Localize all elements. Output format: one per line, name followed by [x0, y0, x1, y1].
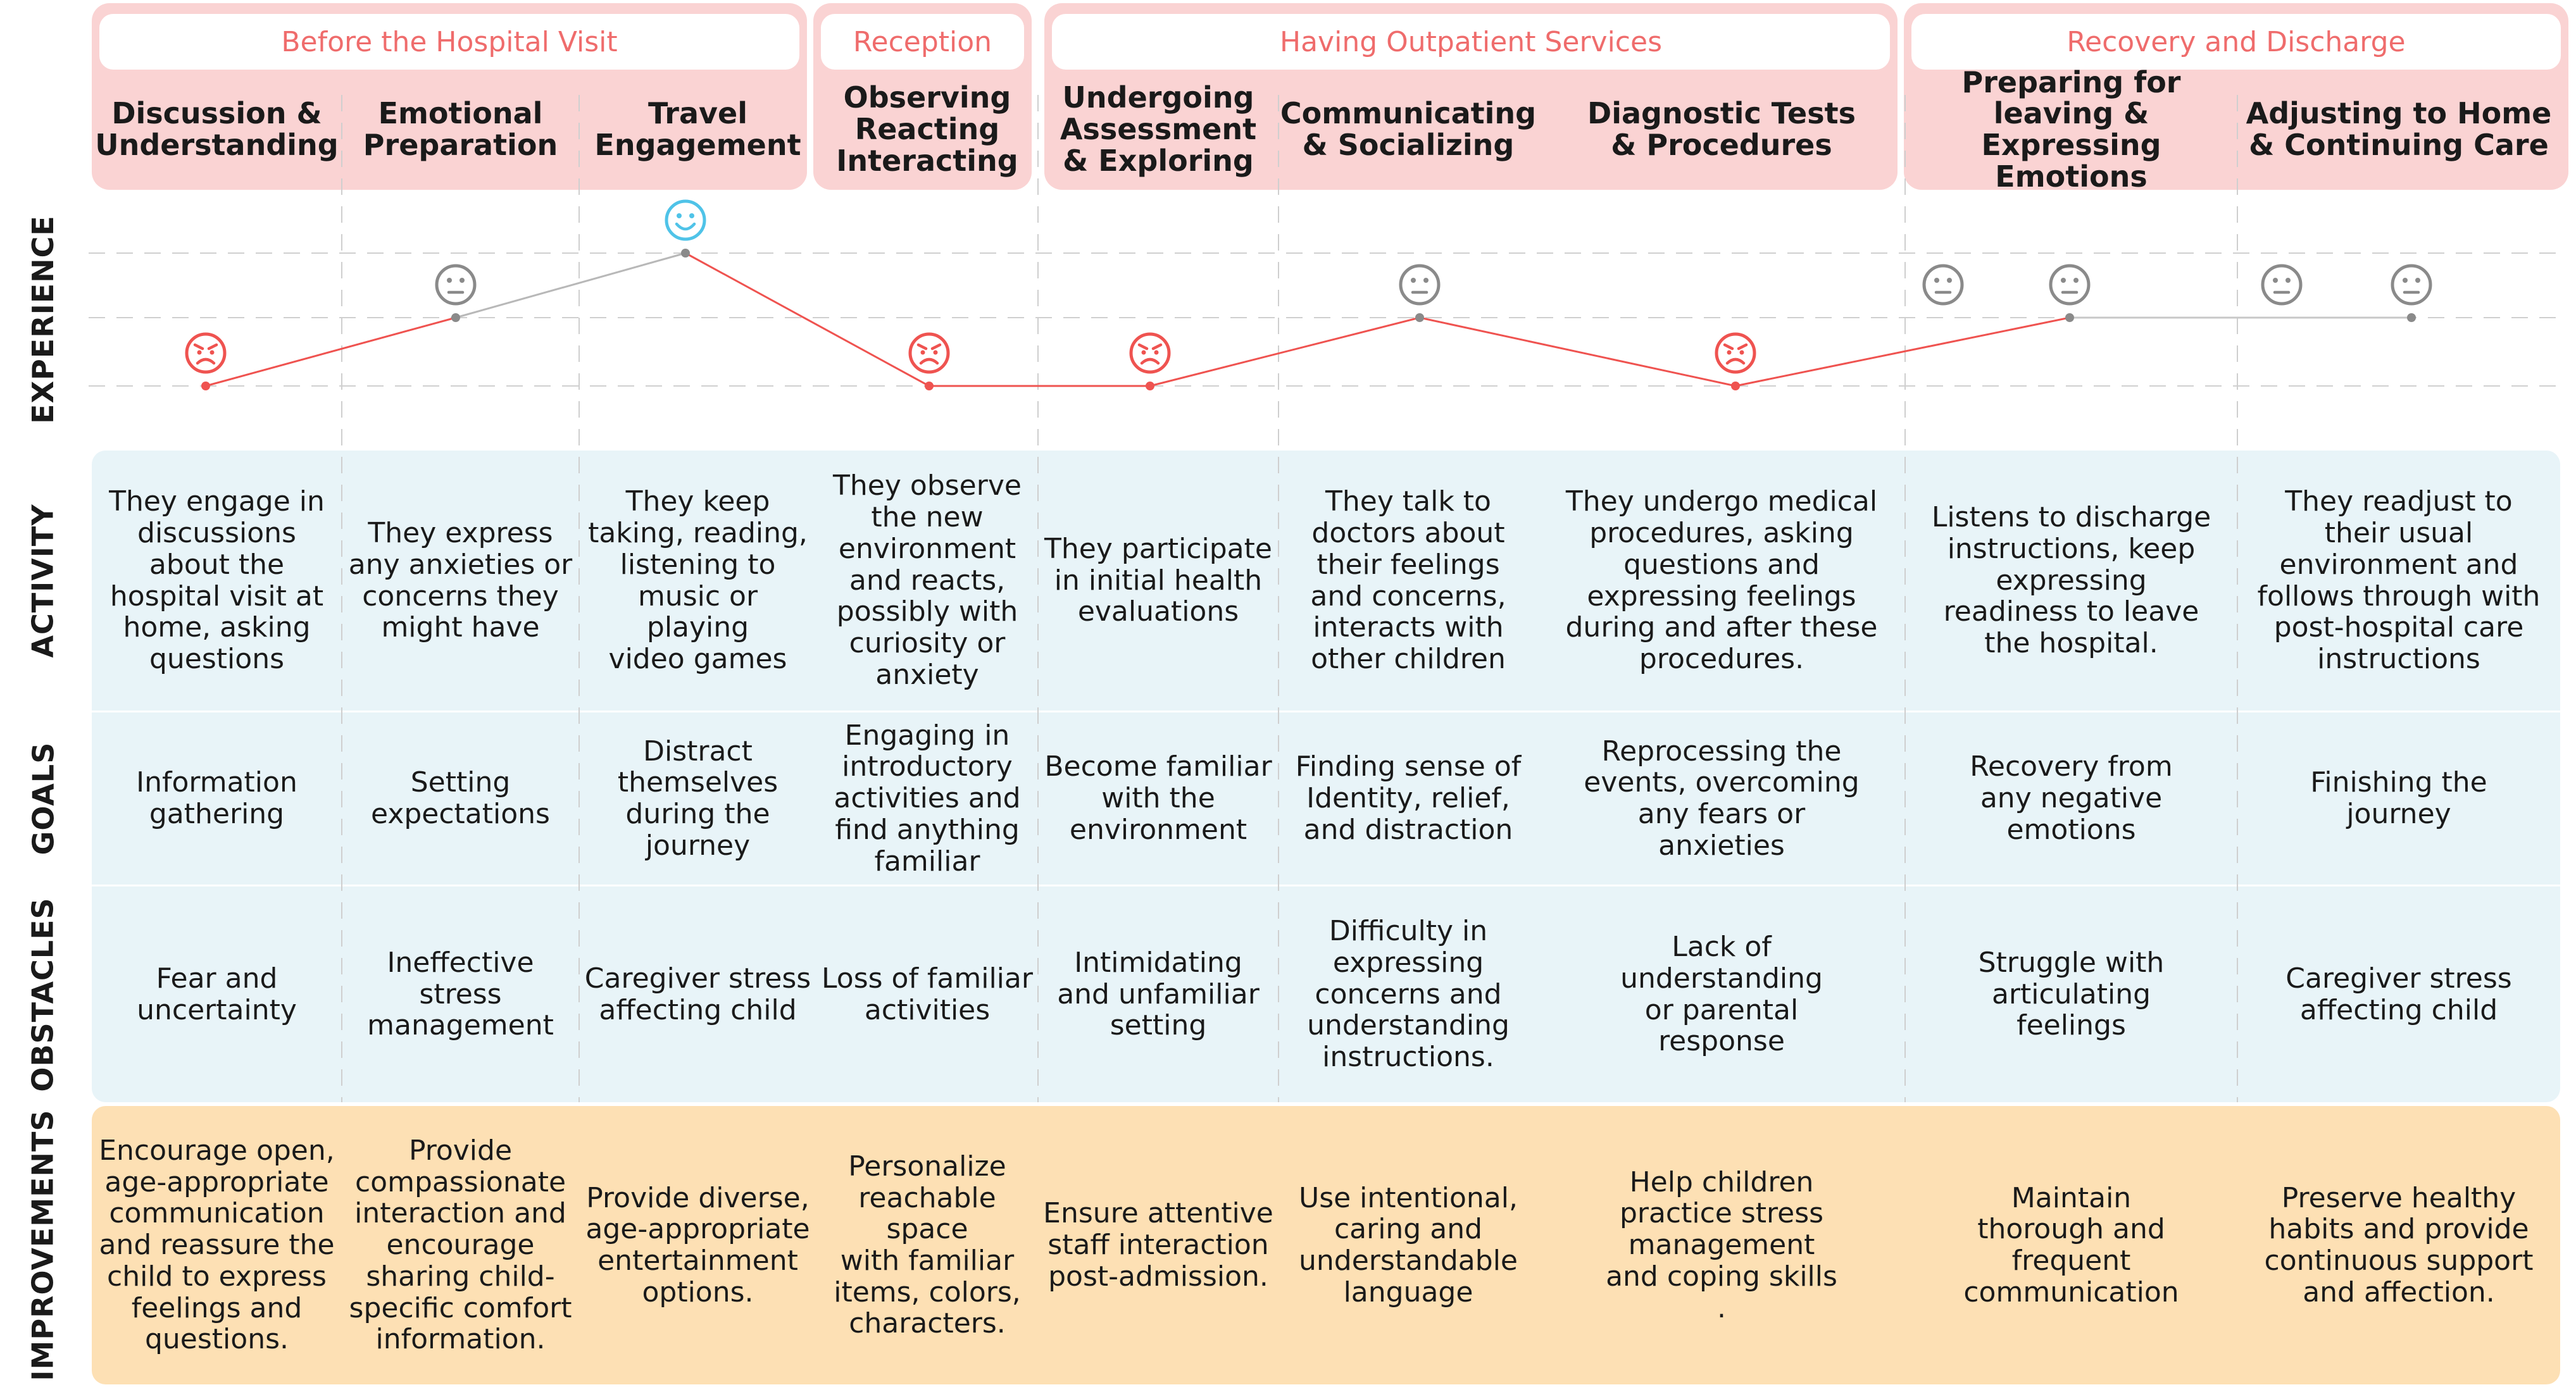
experience-point: [2065, 313, 2074, 322]
phase-label: Having Outpatient Services: [1052, 14, 1890, 70]
row-divider: [92, 885, 2560, 886]
experience-grid: [89, 95, 2560, 1102]
experience-point: [681, 249, 690, 258]
experience-line: [201, 249, 2416, 390]
row-divider: [92, 711, 2560, 712]
experience-faces: [185, 199, 2432, 374]
neutral-face-icon: [1922, 264, 1964, 306]
experience-segment: [1735, 316, 2070, 387]
experience-segment: [1149, 316, 1420, 387]
phase-label: Recovery and Discharge: [1911, 14, 2561, 70]
experience-point: [925, 382, 934, 390]
experience-segment: [685, 252, 930, 387]
info-band: [92, 451, 2560, 1102]
stage-title: Discussion &Understanding: [95, 96, 339, 162]
improvements-band: [92, 1106, 2560, 1384]
experience-point: [1146, 382, 1154, 390]
sad-face-icon: [1129, 332, 1171, 374]
phase-label: Reception: [821, 14, 1024, 70]
experience-segment: [1419, 316, 1736, 387]
experience-point: [2407, 313, 2416, 322]
experience-point: [1731, 382, 1740, 390]
neutral-face-icon: [2049, 264, 2091, 306]
experience-point: [1415, 313, 1424, 322]
sad-face-icon: [1715, 332, 1756, 374]
sad-face-icon: [908, 332, 950, 374]
experience-segment: [455, 252, 686, 319]
stage-title: Adjusting to Home& Continuing Care: [2246, 96, 2552, 162]
stage-title: Diagnostic Tests& Procedures: [1587, 96, 1856, 162]
neutral-face-icon: [2261, 264, 2303, 306]
neutral-face-icon: [435, 264, 477, 306]
phase-label: Before the Hospital Visit: [99, 14, 799, 70]
happy-face-icon: [665, 199, 706, 241]
experience-point: [451, 313, 460, 322]
neutral-face-icon: [2391, 264, 2432, 306]
experience-point: [201, 382, 210, 390]
neutral-face-icon: [1399, 264, 1441, 306]
experience-segment: [205, 316, 456, 387]
sad-face-icon: [185, 332, 227, 374]
stage-title: Communicating& Socializing: [1280, 96, 1537, 162]
